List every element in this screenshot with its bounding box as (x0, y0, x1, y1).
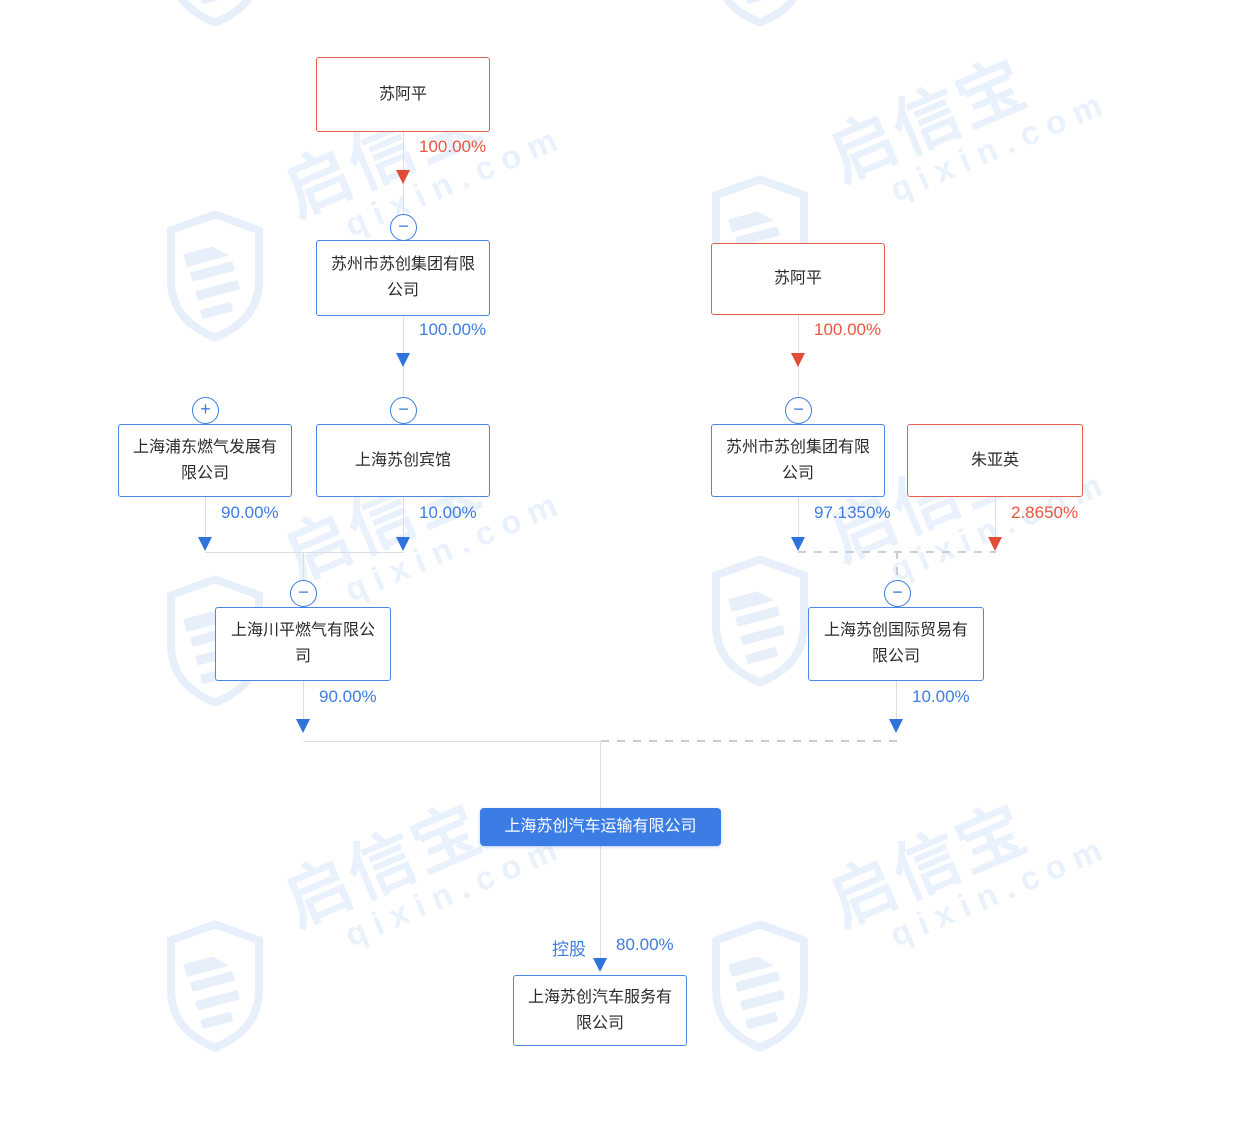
expand-toggle[interactable]: + (192, 397, 219, 424)
shareholding-percentage: 97.1350% (814, 503, 891, 522)
connector-line (403, 497, 404, 538)
shareholding-percentage: 100.00% (814, 320, 882, 339)
shareholding-percentage: 10.00% (912, 687, 970, 706)
watermark-domain-text: qixin.com (884, 827, 1116, 954)
qixin-shield-logo-icon (722, 0, 798, 27)
qixin-shield-logo-icon (712, 555, 808, 687)
connector-line (995, 497, 996, 537)
node-suchuang-hotel[interactable]: 上海苏创宾馆 (316, 424, 490, 497)
qixin-shield-logo-icon (177, 0, 253, 27)
arrow-down-icon (791, 353, 805, 367)
node-auto-service[interactable]: 上海苏创汽车服务有限公司 (513, 975, 687, 1046)
shareholding-percentage: 90.00% (319, 687, 377, 706)
connector-line (205, 497, 206, 538)
connector-line-dashed (601, 740, 897, 742)
qixin-shield-logo-icon (167, 210, 263, 342)
connector-line (896, 681, 897, 719)
watermark: 启信宝 qixin.com (695, 790, 1115, 1095)
connector-line (205, 552, 404, 553)
node-chuanping-gas[interactable]: 上海川平燃气有限公司 (215, 607, 391, 681)
connector-line (303, 552, 304, 580)
watermark: 启信宝 qixin.com (150, 790, 570, 1095)
node-suchuang-group-left[interactable]: 苏州市苏创集团有限公司 (316, 240, 490, 316)
watermark-brand-text: 启信宝 (818, 45, 1038, 195)
node-auto-transport-highlighted[interactable]: 上海苏创汽车运输有限公司 (480, 808, 721, 846)
arrow-down-icon (593, 958, 607, 972)
node-person-su-aping-right[interactable]: 苏阿平 (711, 243, 885, 315)
connector-line (600, 741, 601, 808)
arrow-down-icon (791, 537, 805, 551)
arrow-down-icon (396, 170, 410, 184)
connector-line (600, 845, 601, 958)
connector-line (798, 497, 799, 537)
arrow-down-icon (296, 719, 310, 733)
arrow-down-icon (396, 353, 410, 367)
holding-type-label: 控股 (552, 940, 586, 959)
connector-line (303, 681, 304, 719)
connector-line-dashed (896, 551, 898, 580)
arrow-down-icon (396, 537, 410, 551)
shareholding-percentage: 2.8650% (1011, 503, 1079, 522)
node-intl-trade[interactable]: 上海苏创国际贸易有限公司 (808, 607, 984, 681)
shareholding-percentage: 100.00% (419, 137, 487, 156)
connector-line (303, 741, 601, 742)
watermark-brand-text: 启信宝 (818, 790, 1038, 940)
collapse-toggle[interactable]: − (390, 397, 417, 424)
arrow-down-icon (198, 537, 212, 551)
watermark: 启信宝 qixin.com (695, 0, 1095, 70)
node-person-su-aping-left[interactable]: 苏阿平 (316, 57, 490, 132)
node-person-zhu-yaying[interactable]: 朱亚英 (907, 424, 1083, 497)
shareholding-percentage: 90.00% (221, 503, 279, 522)
shareholding-percentage: 80.00% (616, 935, 674, 954)
arrow-down-icon (889, 719, 903, 733)
shareholding-percentage: 10.00% (419, 503, 477, 522)
collapse-toggle[interactable]: − (390, 214, 417, 241)
collapse-toggle[interactable]: − (785, 397, 812, 424)
arrow-down-icon (988, 537, 1002, 551)
watermark-brand-text: 启信宝 (273, 790, 493, 940)
node-pudong-gas[interactable]: 上海浦东燃气发展有限公司 (118, 424, 292, 497)
watermark-domain-text: qixin.com (339, 827, 571, 954)
collapse-toggle[interactable]: − (290, 580, 317, 607)
watermark-domain-text: qixin.com (884, 82, 1116, 209)
qixin-shield-logo-icon (712, 920, 808, 1052)
shareholding-percentage: 100.00% (419, 320, 487, 339)
qixin-shield-logo-icon (167, 920, 263, 1052)
collapse-toggle[interactable]: − (884, 580, 911, 607)
node-suchuang-group-right[interactable]: 苏州市苏创集团有限公司 (711, 424, 885, 497)
